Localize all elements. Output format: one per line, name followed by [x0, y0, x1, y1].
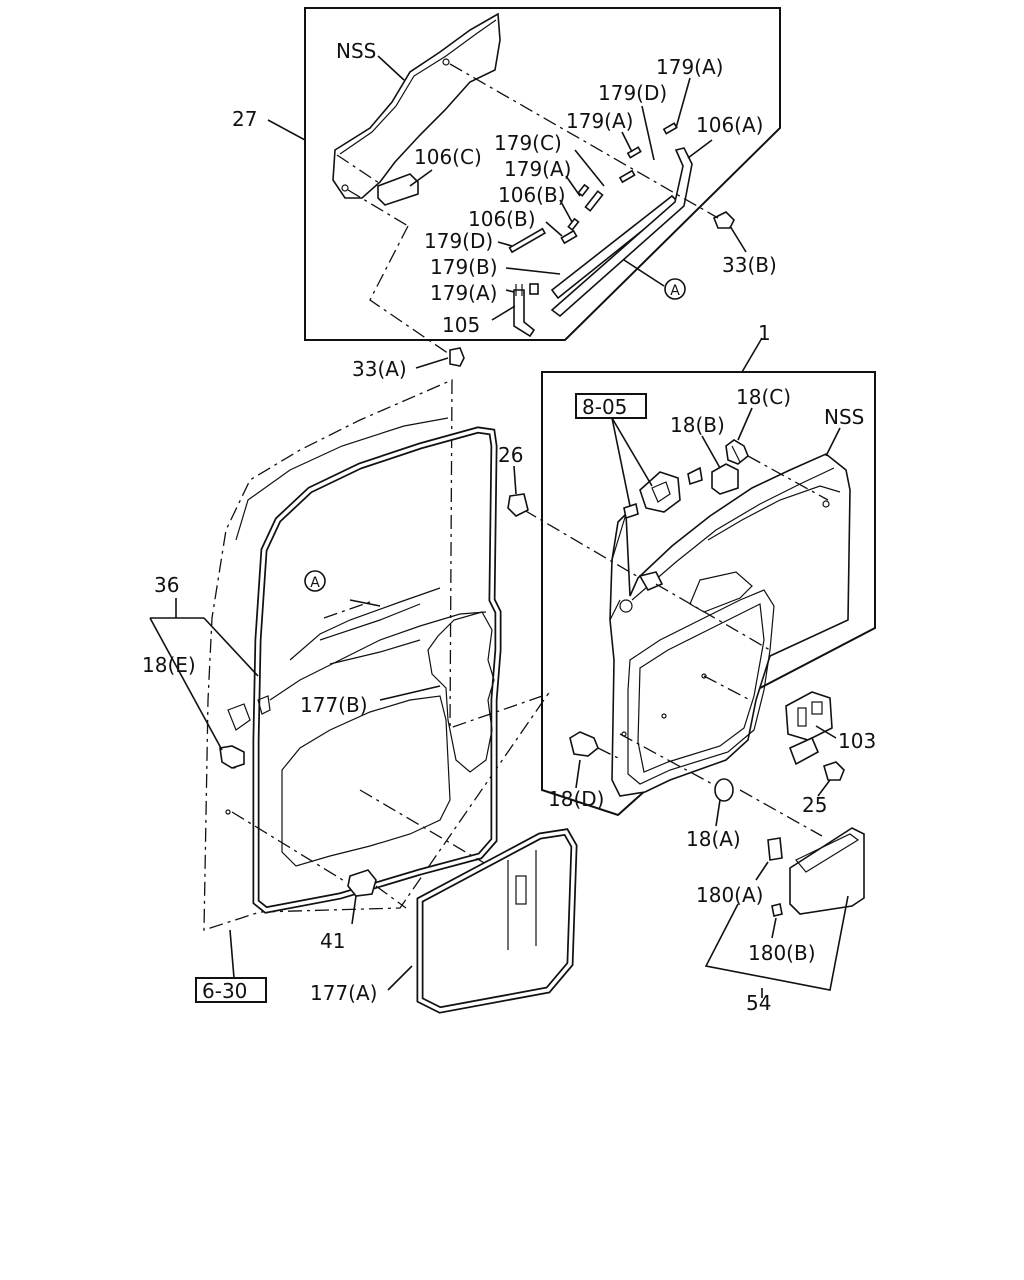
- door-panel: [149, 379, 823, 979]
- label-179a-4: 179(A): [430, 281, 497, 305]
- label-106b-2: 106(B): [468, 207, 536, 231]
- label-177a: 177(A): [310, 981, 377, 1005]
- label-106a: 106(A): [696, 113, 763, 137]
- circle-a-door: [304, 570, 326, 592]
- label-18d: 18(D): [548, 787, 604, 811]
- label-circle-a-door: A: [310, 575, 320, 591]
- label-106c: 106(C): [414, 145, 482, 169]
- switch-103: [785, 691, 837, 766]
- screw-25: [817, 761, 845, 797]
- label-33b: 33(B): [722, 253, 777, 277]
- label-180b: 180(B): [748, 941, 816, 965]
- label-105: 105: [442, 313, 480, 337]
- label-179a-3: 179(A): [504, 157, 571, 181]
- label-179a-2: 179(A): [566, 109, 633, 133]
- label-1: 1: [758, 321, 771, 345]
- label-180a: 180(A): [696, 883, 763, 907]
- label-179a-1: 179(A): [656, 55, 723, 79]
- label-54: 54: [746, 991, 771, 1015]
- label-179b: 179(B): [430, 255, 498, 279]
- label-25: 25: [802, 793, 827, 817]
- ref-box-6-30: [195, 977, 267, 1003]
- label-18b: 18(B): [670, 413, 725, 437]
- label-18e: 18(E): [142, 653, 196, 677]
- label-18c: 18(C): [736, 385, 791, 409]
- label-nss-top: NSS: [336, 39, 376, 63]
- label-179d-2: 179(D): [424, 229, 493, 253]
- part-26: [507, 465, 529, 517]
- inset-box-1: [523, 337, 876, 827]
- label-103: 103: [838, 729, 876, 753]
- inset-box-27: [267, 7, 781, 357]
- label-36: 36: [154, 573, 179, 597]
- circle-a-top: [664, 278, 686, 300]
- label-179d-1: 179(D): [598, 81, 667, 105]
- label-layer: NSS 27 179(A) 179(D) 179(A) 106(A) 179(C…: [142, 39, 876, 1015]
- label-177b: 177(B): [300, 693, 368, 717]
- label-6-30: 6-30: [202, 979, 247, 1003]
- armrest-pocket-54: [704, 827, 865, 998]
- label-circle-a-top: A: [670, 283, 680, 299]
- label-106b-1: 106(B): [498, 183, 566, 207]
- label-41: 41: [320, 929, 345, 953]
- label-26: 26: [498, 443, 523, 467]
- label-nss-right: NSS: [824, 405, 864, 429]
- label-33a: 33(A): [352, 357, 407, 381]
- clip-33a: [415, 347, 465, 369]
- label-27: 27: [232, 107, 257, 131]
- sash-seal-177a: [387, 828, 578, 1014]
- label-8-05: 8-05: [582, 395, 627, 419]
- label-18a: 18(A): [686, 827, 741, 851]
- label-179c: 179(C): [494, 131, 562, 155]
